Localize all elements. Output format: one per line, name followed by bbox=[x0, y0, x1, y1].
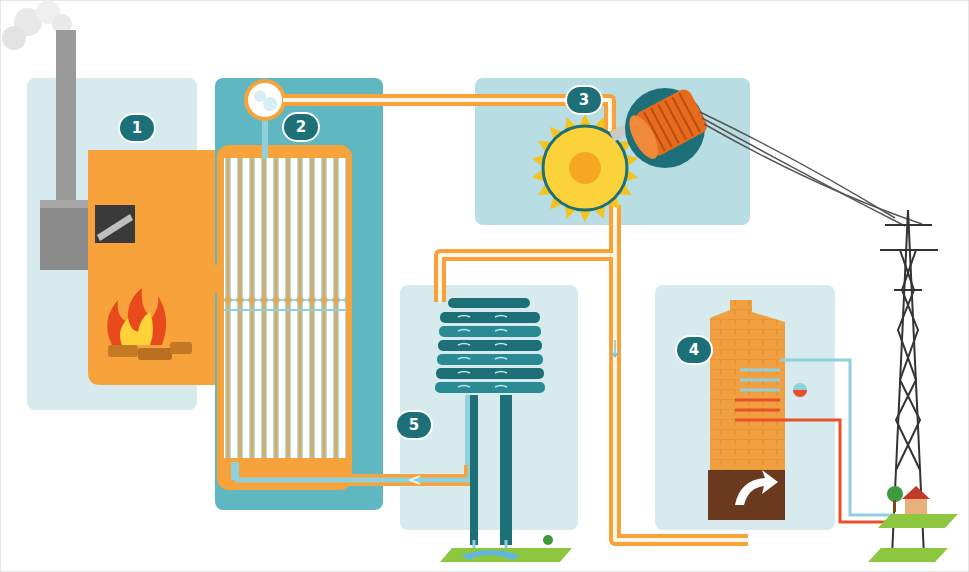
illustration-part bbox=[896, 250, 920, 470]
heat-exchanger bbox=[708, 300, 958, 528]
illustration-part bbox=[579, 114, 591, 126]
illustration-part bbox=[235, 465, 470, 480]
illustration-part bbox=[235, 465, 470, 480]
illustration-part bbox=[97, 214, 133, 241]
illustration-part bbox=[170, 342, 192, 354]
illustration-part bbox=[215, 78, 383, 510]
illustration-part bbox=[108, 345, 138, 357]
illustration-part bbox=[611, 340, 619, 357]
illustration-part bbox=[735, 470, 778, 505]
illustration-part bbox=[793, 383, 807, 397]
illustration-part bbox=[735, 400, 780, 420]
illustration-part bbox=[438, 340, 542, 351]
illustration-part bbox=[893, 500, 896, 512]
illustration-part bbox=[470, 395, 478, 545]
callout-number: 1 bbox=[120, 115, 154, 141]
power-lines bbox=[700, 112, 922, 226]
callout-number: 5 bbox=[397, 412, 431, 438]
illustration-part bbox=[780, 360, 895, 515]
illustration-part bbox=[440, 312, 540, 323]
illustration-part bbox=[138, 348, 172, 360]
illustration-part bbox=[569, 152, 601, 184]
illustration-part bbox=[263, 97, 277, 111]
callout-number: 3 bbox=[567, 87, 601, 113]
illustration-part bbox=[120, 312, 153, 345]
illustration-part bbox=[579, 210, 591, 222]
illustration-part bbox=[224, 309, 346, 311]
illustration-part bbox=[231, 462, 239, 480]
illustration-part bbox=[440, 548, 572, 562]
illustration-part bbox=[500, 395, 512, 545]
illustration-part bbox=[400, 285, 578, 530]
callout-number: 4 bbox=[677, 337, 711, 363]
illustration-part bbox=[644, 93, 700, 151]
steam-generator bbox=[217, 81, 352, 490]
illustration-part bbox=[458, 344, 507, 346]
ground bbox=[868, 548, 948, 562]
illustration-part bbox=[672, 97, 693, 136]
illustration-part bbox=[2, 26, 26, 50]
illustration-part bbox=[905, 498, 927, 514]
illustration-part bbox=[624, 87, 710, 163]
illustration-part bbox=[902, 486, 930, 499]
illustration-part bbox=[880, 225, 938, 290]
illustration-part bbox=[439, 326, 541, 337]
turbine-generator bbox=[531, 87, 710, 222]
illustration-part bbox=[651, 108, 672, 147]
illustration-part bbox=[704, 124, 922, 224]
condenser bbox=[435, 298, 572, 562]
illustration-part bbox=[107, 288, 166, 345]
illustration-part bbox=[887, 486, 903, 502]
callout-number: 2 bbox=[284, 114, 318, 140]
illustration-part bbox=[665, 101, 686, 140]
illustration-part bbox=[458, 358, 507, 360]
illustration-part bbox=[224, 158, 346, 458]
illustration-part bbox=[458, 372, 507, 374]
illustration-part bbox=[217, 145, 352, 490]
illustration-part bbox=[708, 470, 785, 520]
illustration-part bbox=[435, 382, 545, 393]
illustration-part bbox=[740, 370, 780, 390]
illustration-part bbox=[95, 205, 135, 243]
illustration-part bbox=[793, 390, 807, 397]
illustration-part bbox=[644, 112, 665, 151]
illustration-part bbox=[462, 550, 520, 560]
illustration-part bbox=[896, 250, 920, 470]
pylon bbox=[880, 210, 938, 556]
illustration-part bbox=[410, 476, 420, 484]
illustration-part bbox=[195, 265, 220, 293]
illustration-part bbox=[702, 118, 905, 226]
illustration-part bbox=[655, 285, 835, 530]
illustration-part bbox=[435, 312, 545, 393]
illustration-part bbox=[878, 514, 958, 528]
illustration-part bbox=[458, 386, 507, 388]
illustration-part bbox=[658, 104, 679, 143]
illustration-part bbox=[458, 330, 507, 332]
illustration-part bbox=[436, 368, 544, 379]
illustration-part bbox=[543, 535, 553, 545]
illustration-part bbox=[262, 118, 268, 158]
illustration-part bbox=[679, 93, 700, 132]
illustration-part bbox=[780, 420, 895, 522]
illustration-part bbox=[474, 540, 506, 548]
illustration-part bbox=[437, 354, 543, 365]
illustration-part bbox=[458, 316, 507, 318]
background-panels bbox=[27, 78, 835, 530]
illustration-part bbox=[700, 112, 895, 218]
illustration-part bbox=[448, 298, 530, 308]
furnace bbox=[88, 150, 220, 385]
illustration-part bbox=[246, 81, 284, 119]
illustration-part bbox=[56, 30, 76, 202]
